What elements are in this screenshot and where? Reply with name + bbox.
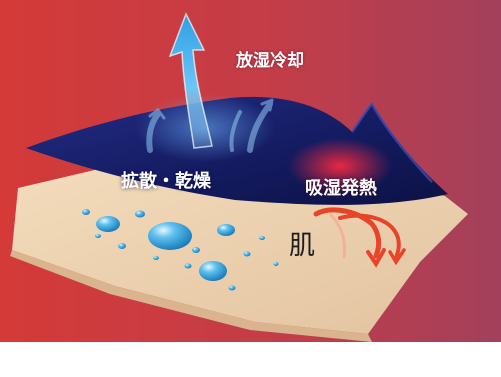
- water-droplet-icons: [82, 209, 279, 291]
- skin-label: 肌: [289, 231, 316, 261]
- water-droplet-icon: [228, 285, 236, 291]
- bottom-white-band: [0, 342, 501, 373]
- water-droplet-icon: [82, 209, 90, 215]
- water-droplet-icon: [95, 234, 101, 238]
- diffuse-dry-label: 拡散・乾燥: [121, 171, 211, 192]
- water-droplet-icon: [148, 222, 192, 250]
- skin-layer-edge: [10, 250, 372, 342]
- vapor-wisp-arrow-icons: [146, 98, 274, 153]
- water-droplet-icon: [184, 263, 192, 269]
- water-droplet-icon: [118, 243, 126, 249]
- water-droplet-icon: [217, 224, 235, 236]
- water-droplet-icon: [199, 261, 227, 281]
- water-droplet-icon: [273, 262, 279, 266]
- cooling-label: 放湿冷却: [236, 51, 304, 71]
- heat-arrow-icon: [313, 207, 406, 268]
- water-droplet-icon: [192, 247, 200, 253]
- heat-arrow-faint-icon: [328, 212, 346, 259]
- upward-vapor-arrow-icon: [168, 12, 213, 149]
- water-droplet-icon: [153, 256, 159, 260]
- heat-glow: [288, 138, 392, 194]
- water-droplet-icon: [243, 251, 251, 257]
- water-droplet-icon: [259, 236, 265, 240]
- water-droplet-icon: [135, 210, 145, 218]
- fabric-fold-highlight: [350, 101, 433, 183]
- moisture-heat-label: 吸湿発熱: [305, 178, 377, 199]
- water-droplet-icon: [96, 216, 120, 232]
- skin-layer: [12, 164, 468, 334]
